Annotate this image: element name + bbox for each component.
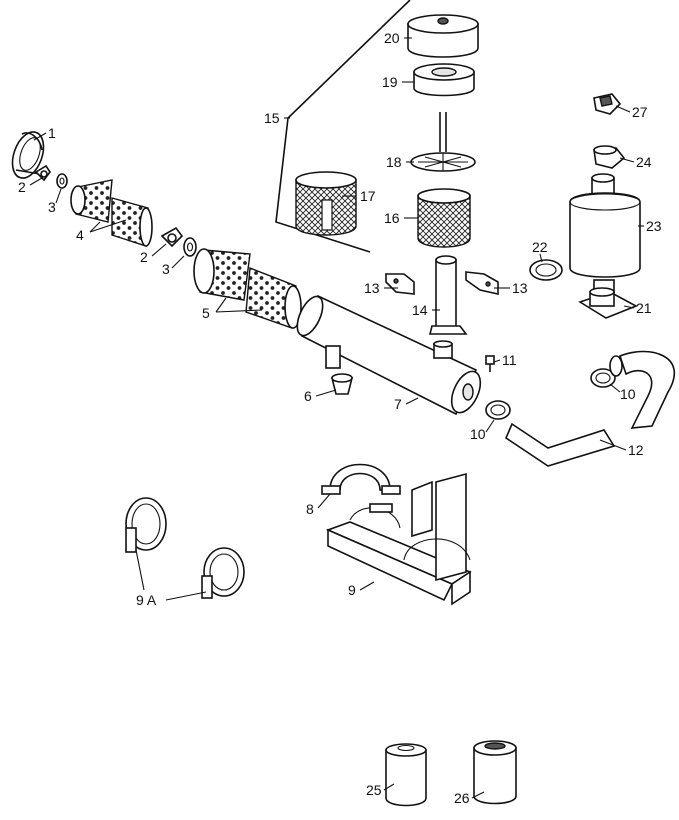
callout-23: 23 [646,218,662,234]
cover-part-20 [407,14,479,58]
callout-8: 8 [306,501,314,517]
muffler-part-7 [296,294,482,416]
clamp-part-9a-lower [201,547,245,599]
callout-1: 1 [48,125,56,141]
callout-16: 16 [384,210,400,226]
fitting-part-11 [485,355,495,372]
callout-18: 18 [386,154,402,170]
center-plate-part-18 [410,112,476,172]
end-cap-part-1 [11,131,45,179]
filter-cartridge-part-25 [385,743,427,807]
seal-ring-part-19 [413,63,475,97]
callout-5: 5 [202,305,210,321]
strap-part-8 [321,463,401,495]
filter-element-part-5 [193,248,302,329]
hose-clamp-part-10-upper [590,368,616,388]
callout-2b: 2 [140,249,148,265]
callout-27: 27 [632,104,648,120]
callout-11: 11 [502,352,517,368]
mesh-screen-part-17 [295,171,357,236]
callout-15: 15 [264,110,280,126]
callout-labels: 1 2 3 4 2 3 5 15 20 19 18 17 16 13 13 14… [18,30,662,806]
washer-part-3-upper [56,173,68,189]
filter-cartridge-part-26 [473,740,517,805]
leader-lines [29,37,644,799]
clamp-part-9a-upper [125,497,167,553]
callout-24: 24 [636,154,652,170]
support-cradle-part-9 [325,472,472,606]
filter-element-part-4 [70,179,153,247]
callout-3: 3 [48,199,56,215]
callout-22: 22 [532,239,548,255]
hose-clamp-part-10-lower [485,400,511,420]
washer-part-3-lower [183,237,197,257]
assembly-bracket-15 [275,0,411,253]
callout-19: 19 [382,74,398,90]
callout-26: 26 [454,790,470,806]
tube-part-14 [428,255,468,335]
callout-2: 2 [18,179,26,195]
callout-3b: 3 [162,261,170,277]
elbow-hose-part-12 [505,350,676,467]
mesh-screen-part-16 [417,188,471,248]
hose-clamp-part-22 [529,259,563,281]
callout-17: 17 [360,188,376,204]
bracket-part-13-left [385,273,415,295]
wing-nut-part-2-upper [34,164,51,182]
callout-7: 7 [394,396,402,412]
bracket-part-13-right [465,271,499,295]
callout-13: 13 [364,280,380,296]
cap-part-27 [593,93,622,115]
callout-9a: 9 A [136,592,157,608]
pre-cleaner-part-23 [569,173,641,293]
callout-25: 25 [366,782,382,798]
callout-4: 4 [76,227,84,243]
callout-10b: 10 [470,426,486,442]
reducer-part-6 [330,373,354,395]
callout-21: 21 [636,300,652,316]
callout-6: 6 [304,388,312,404]
wing-nut-part-2-lower [160,226,184,248]
callout-14: 14 [412,302,428,318]
callout-20: 20 [384,30,400,46]
callout-9: 9 [348,582,356,598]
callout-12: 12 [628,442,644,458]
flange-part-21 [578,287,638,319]
callout-10: 10 [620,386,636,402]
cap-part-24 [593,145,626,169]
callout-13b: 13 [512,280,528,296]
